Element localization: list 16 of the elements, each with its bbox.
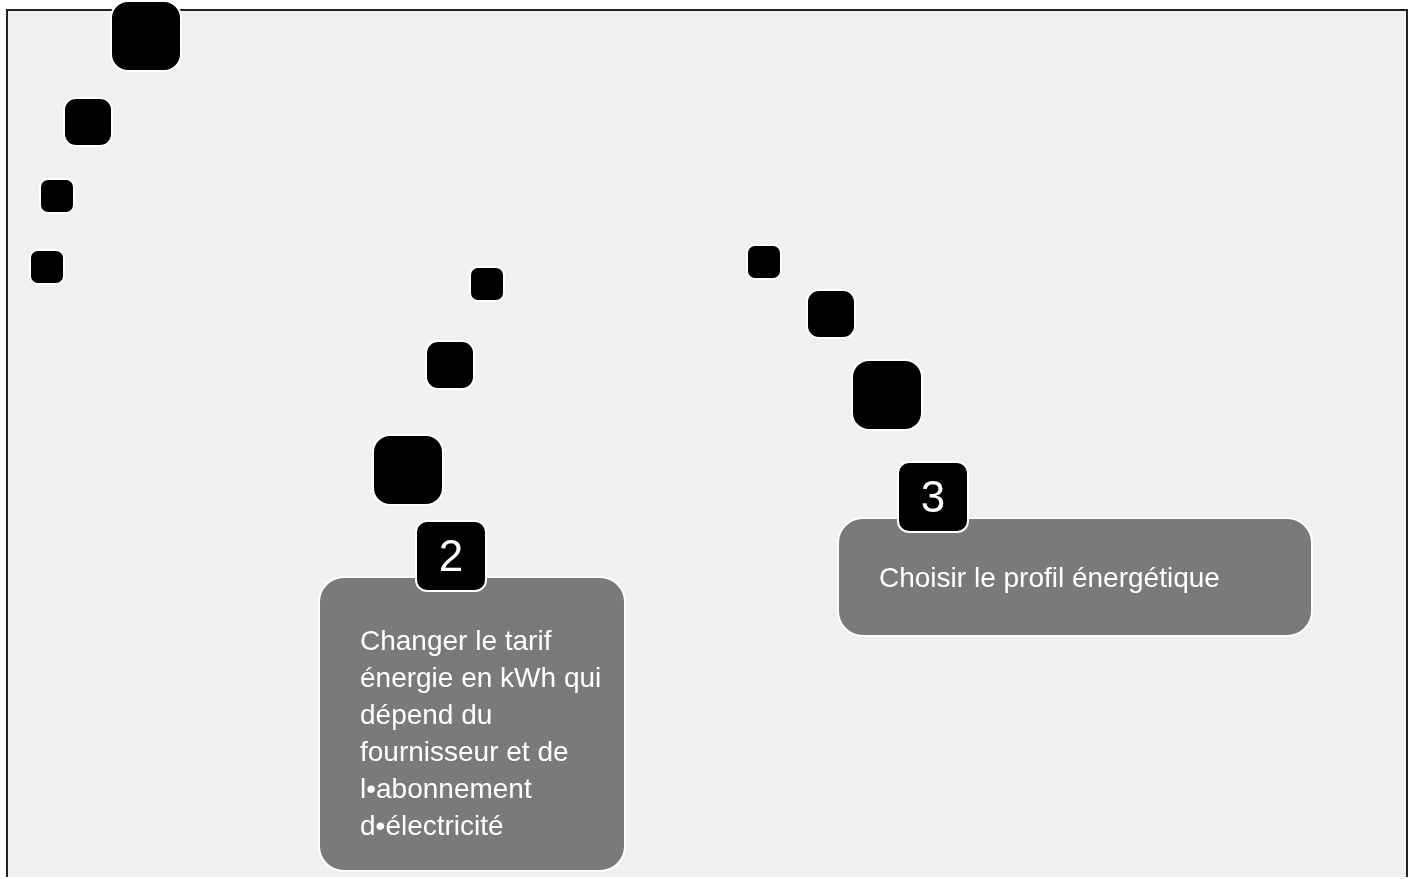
callout-number: 2: [415, 520, 487, 592]
step-marker: [372, 434, 444, 506]
step-marker: [63, 97, 113, 147]
callout-box: [318, 576, 626, 872]
step-marker: [851, 359, 923, 431]
step-marker: [425, 340, 475, 390]
step-marker: [806, 289, 856, 339]
step-marker: [110, 0, 182, 72]
callout-text: Choisir le profil énergétique: [879, 560, 1220, 595]
callout-box: [837, 517, 1313, 637]
step-marker: [469, 266, 505, 302]
step-marker: [746, 244, 782, 280]
step-marker: [39, 178, 75, 214]
step-marker: [29, 249, 65, 285]
callout-number: 3: [897, 461, 969, 533]
callout-text: Changer le tarif énergie en kWh qui dépend du fournisseur et de l•abonnement d•électricité: [360, 624, 603, 843]
